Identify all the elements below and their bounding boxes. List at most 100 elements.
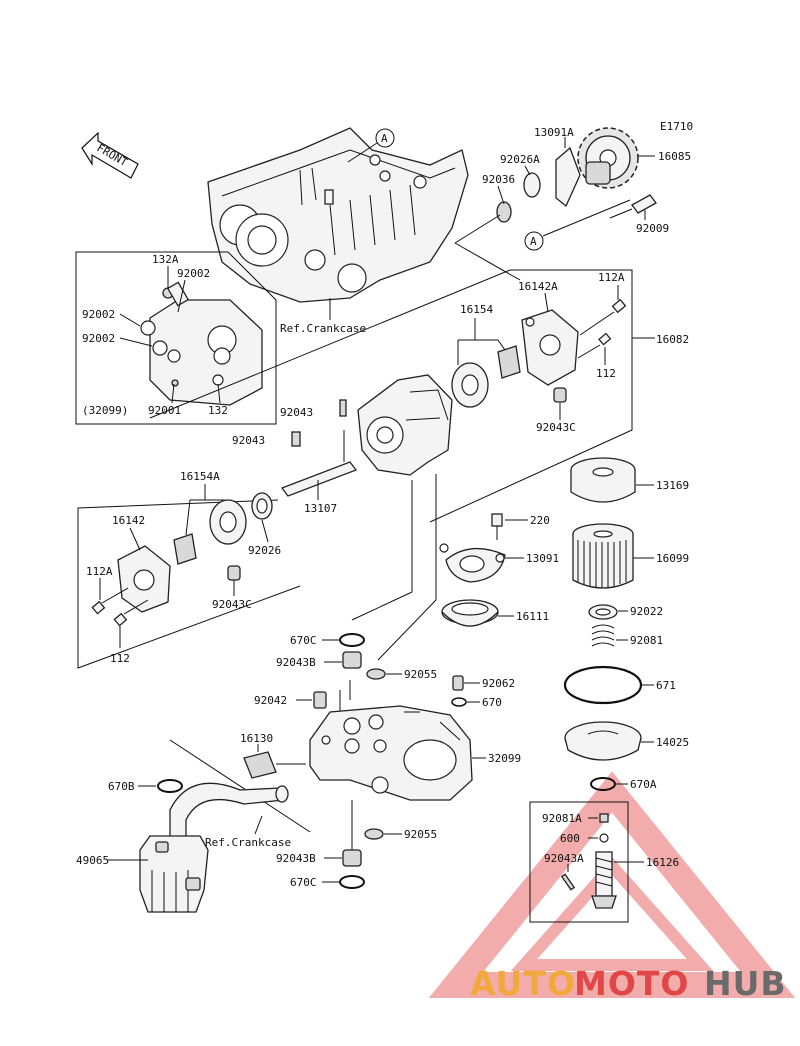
label-92043C-top: 92043C: [536, 421, 576, 434]
label-16130: 16130: [240, 732, 273, 745]
label-600: 600: [560, 832, 580, 845]
ref-crankcase-bottom: Ref.Crankcase: [205, 836, 291, 849]
strainer-49065-drawing: [139, 782, 289, 913]
label-16085: 16085: [658, 150, 691, 163]
label-13091A: 13091A: [534, 126, 574, 139]
label-92002-low: 92002: [82, 332, 115, 345]
label-92043B-low: 92043B: [276, 852, 316, 865]
shaft-13107-drawing: [280, 430, 358, 497]
pump-body-drawing: [357, 374, 453, 476]
label-92081: 92081: [630, 634, 663, 647]
watermark-auto: AUTO: [470, 964, 576, 1003]
callout-a-top: A: [347, 128, 395, 163]
inset-cover-drawing: [140, 281, 263, 406]
cover-13169-drawing: [570, 457, 636, 503]
label-112A-top: 112A: [598, 271, 625, 284]
ball-600-drawing: [599, 833, 609, 843]
label-92036: 92036: [482, 173, 515, 186]
oring-670B-drawing: [157, 779, 183, 793]
watermark-wordmark: AUTO MOTO HUB: [470, 964, 787, 1003]
gasket-16111-drawing: [441, 599, 499, 627]
label-92043B-top: 92043B: [276, 656, 316, 669]
watermark-triangle: [428, 771, 796, 998]
pin-92043-b-drawing: [291, 431, 301, 447]
label-16111: 16111: [516, 610, 549, 623]
label-670: 670: [482, 696, 502, 709]
clip-92062-drawing: [452, 675, 464, 691]
label-16154: 16154: [460, 303, 493, 316]
label-92043-a: 92043: [280, 406, 313, 419]
label-16082: 16082: [656, 333, 689, 346]
pin-92043C-top-drawing: [553, 387, 567, 403]
label-112A-low: 112A: [86, 565, 113, 578]
bolt-92009-drawing: [609, 194, 657, 219]
label-16099: 16099: [656, 552, 689, 565]
label-92026: 92026: [248, 544, 281, 557]
pump-group-frame-upper: [149, 269, 633, 523]
label-670C-low: 670C: [290, 876, 317, 889]
label-92009: 92009: [636, 222, 669, 235]
clip-92036-drawing: [496, 201, 512, 223]
bolt-112A-low-drawing: [91, 587, 129, 615]
cap-14025-drawing: [564, 721, 642, 761]
label-92026A: 92026A: [500, 153, 540, 166]
bolt-112-top-drawing: [577, 332, 612, 359]
oring-670A-drawing: [590, 777, 616, 791]
label-16142: 16142: [112, 514, 145, 527]
bolt-220-drawing: [491, 513, 503, 527]
label-670A: 670A: [630, 778, 657, 791]
label-92042: 92042: [254, 694, 287, 707]
oring-670C-top-drawing: [339, 633, 365, 647]
label-92062: 92062: [482, 677, 515, 690]
label-132A: 132A: [152, 253, 179, 266]
washer-92055-low-drawing: [364, 828, 384, 840]
fitting-16130-drawing: [243, 751, 306, 779]
pump-cover-16142-drawing: [117, 545, 171, 613]
pin-92043-a-drawing: [339, 399, 347, 417]
sleeve-92043B-top-drawing: [342, 651, 362, 669]
crankcase-drawing: [207, 127, 469, 303]
svg-text:A: A: [530, 235, 537, 248]
diagram-code: E1710: [660, 120, 693, 133]
pump-group-frame-lower: [77, 499, 301, 669]
label-112-low: 112: [110, 652, 130, 665]
label-13091: 13091: [526, 552, 559, 565]
callout-a-right: A: [524, 199, 631, 251]
inset-box: [75, 251, 277, 425]
watermark-logo: [428, 771, 796, 998]
label-92001: 92001: [148, 404, 181, 417]
label-92055-top: 92055: [404, 668, 437, 681]
label-220: 220: [530, 514, 550, 527]
front-arrow-icon: FRONT: [81, 131, 139, 179]
inset-assembly-label: (32099): [82, 404, 128, 417]
label-92043-b: 92043: [232, 434, 265, 447]
sleeve-92043B-low-drawing: [342, 849, 362, 867]
label-92081A: 92081A: [542, 812, 582, 825]
label-16126: 16126: [646, 856, 679, 869]
pin-92042-drawing: [313, 691, 327, 709]
label-13169: 13169: [656, 479, 689, 492]
leader-shaft-axis: [454, 214, 501, 244]
oring-670C-low-drawing: [339, 875, 365, 889]
watermark-hub: HUB: [704, 964, 787, 1003]
spring-92081-drawing: [591, 624, 615, 647]
gear-16085-drawing: [577, 127, 639, 189]
label-92002-mid: 92002: [82, 308, 115, 321]
watermark-moto: MOTO: [574, 964, 689, 1003]
filter-16099-drawing: [572, 523, 634, 589]
label-92043A: 92043A: [544, 852, 584, 865]
label-670B: 670B: [108, 780, 135, 793]
label-132: 132: [208, 404, 228, 417]
label-670C-top: 670C: [290, 634, 317, 647]
ref-crankcase-top: Ref.Crankcase: [280, 322, 366, 335]
rotor-16154A-drawing: [173, 499, 247, 565]
watermark-triangle-inner: [510, 856, 714, 971]
washer-92055-top-drawing: [366, 668, 386, 680]
housing-32099-drawing: [309, 705, 473, 801]
label-92022: 92022: [630, 605, 663, 618]
label-671: 671: [656, 679, 676, 692]
spring-92081A-drawing: [599, 813, 609, 823]
label-92055-low: 92055: [404, 828, 437, 841]
